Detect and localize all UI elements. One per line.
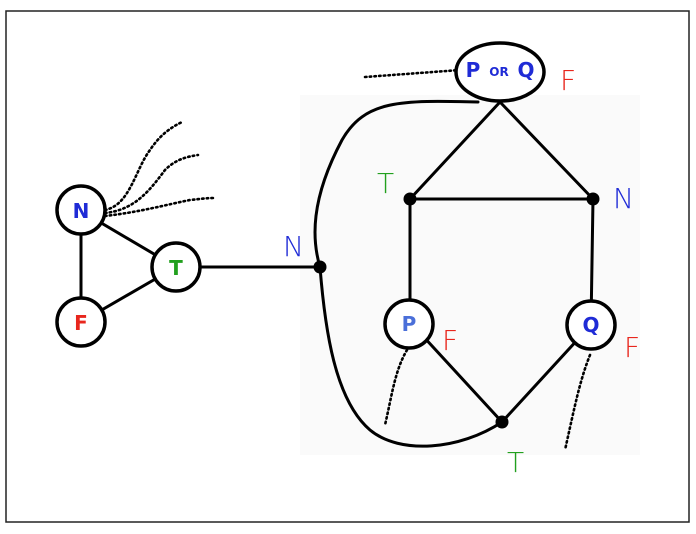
edge-link-bottom — [318, 265, 504, 448]
stub-n-2 — [103, 153, 200, 215]
frame — [5, 10, 690, 523]
right-junction-label: N — [613, 182, 634, 215]
dotted-stubs — [103, 68, 592, 452]
link-label: N — [283, 230, 304, 263]
junction-bottom — [495, 415, 509, 429]
q-value: F — [624, 331, 640, 364]
node-t-label: T — [169, 256, 183, 280]
junction-right — [586, 192, 600, 206]
p-value: F — [442, 324, 458, 357]
junctions — [313, 192, 600, 429]
edge-porq-right — [498, 100, 595, 201]
stub-n-3 — [103, 196, 216, 218]
stub-n-1 — [103, 120, 184, 212]
node-t: T — [150, 241, 202, 293]
left-junction-label: T — [377, 167, 394, 200]
bottom-junction-label: T — [507, 446, 524, 479]
stub-q — [563, 353, 592, 452]
node-n-label: N — [73, 199, 90, 223]
node-f: F — [55, 296, 107, 348]
node-p-label: P — [402, 312, 417, 336]
node-q: Q — [565, 299, 617, 351]
junction-left — [403, 192, 417, 206]
node-q-label: Q — [582, 313, 599, 337]
node-n: N — [55, 184, 107, 236]
node-p: P — [383, 298, 435, 350]
annotations: N F T N F F T — [283, 64, 640, 479]
junction-link — [313, 260, 327, 274]
stub-porq — [363, 68, 462, 79]
stub-p — [383, 348, 409, 427]
node-p-or-q-mid: OR — [489, 65, 508, 79]
node-f-label: F — [74, 311, 88, 335]
node-p-or-q-left: P — [466, 58, 481, 82]
edge-link-porq — [313, 99, 480, 269]
clause-background — [300, 95, 640, 455]
edge-porq-left — [408, 100, 502, 201]
node-p-or-q-right: Q — [517, 58, 534, 82]
node-p-or-q: P OR Q — [454, 41, 546, 103]
p-or-q-value: F — [560, 64, 576, 97]
